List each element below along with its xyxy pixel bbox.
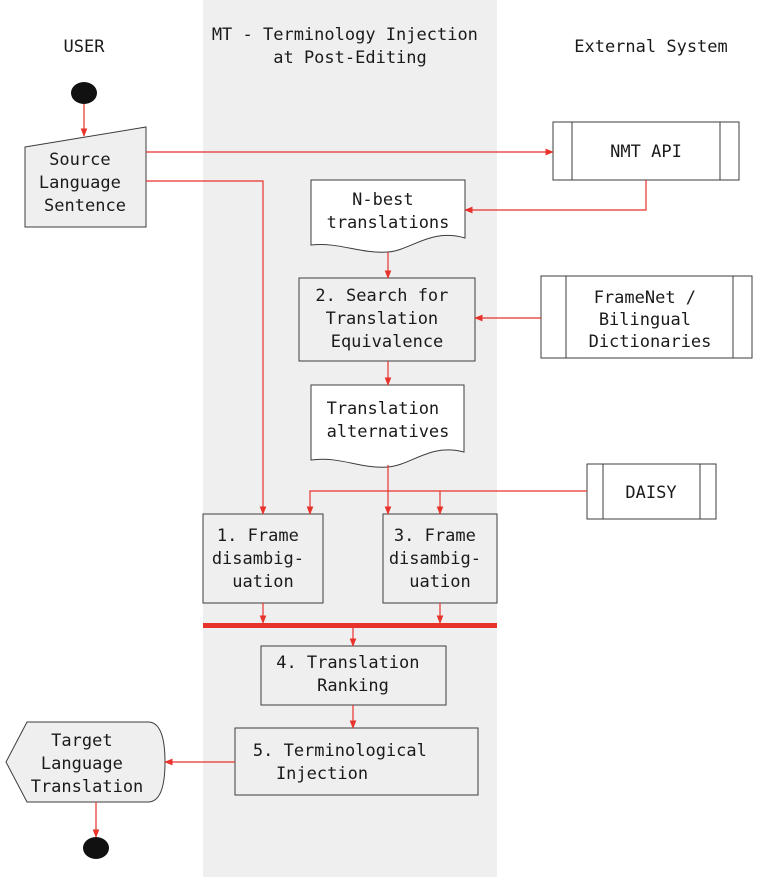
nmt-api-node: NMT API — [552, 121, 740, 181]
search-equivalence-node: 2. Search for Translation Equivalence — [298, 277, 476, 362]
target-translation-node: Target Language Translation — [5, 721, 166, 803]
nbest-translations-node: N-best translations — [310, 179, 466, 253]
source-sentence-node: Source Language Sentence — [24, 126, 147, 228]
framenet-label: FrameNet / Bilingual Dictionaries — [589, 288, 712, 352]
translation-ranking-label: 4. Translation Ranking — [276, 653, 430, 696]
translation-ranking-node: 4. Translation Ranking — [260, 645, 447, 706]
translation-alternatives-label: Translation alternatives — [327, 399, 450, 442]
framenet-node: FrameNet / Bilingual Dictionaries — [540, 275, 753, 359]
start-node — [71, 82, 97, 104]
nmt-api-label: NMT API — [610, 142, 682, 162]
daisy-label: DAISY — [625, 483, 676, 503]
frame-disambiguation-3-node: 3. Frame disambig- uation — [382, 513, 498, 604]
join-bar — [203, 623, 497, 628]
translation-alternatives-node: Translation alternatives — [310, 384, 465, 468]
search-equivalence-label: 2. Search for Translation Equivalence — [315, 286, 458, 352]
target-translation-label: Target Language Translation — [31, 731, 144, 797]
frame-disambiguation-3-label: 3. Frame disambig- uation — [389, 526, 491, 592]
edge-source-to-frame1 — [146, 180, 267, 515]
edge-nmt-to-nbest — [464, 180, 647, 214]
nbest-translations-label: N-best translations — [327, 190, 450, 233]
frame-disambiguation-1-label: 1. Frame disambig- uation — [212, 526, 314, 592]
edge-daisy-to-frame1 — [306, 490, 587, 515]
lane-title-mt: MT - Terminology Injection at Post-Editi… — [212, 25, 488, 68]
terminological-injection-node: 5. Terminological Injection — [234, 727, 479, 796]
lane-title-external: External System — [574, 37, 728, 57]
terminological-injection-label: 5. Terminological Injection — [253, 741, 437, 784]
source-sentence-label: Source Language Sentence — [39, 150, 131, 216]
frame-disambiguation-1-node: 1. Frame disambig- uation — [202, 513, 324, 604]
daisy-node: DAISY — [586, 463, 717, 520]
lane-title-user: USER — [64, 37, 106, 57]
end-node — [83, 837, 109, 859]
